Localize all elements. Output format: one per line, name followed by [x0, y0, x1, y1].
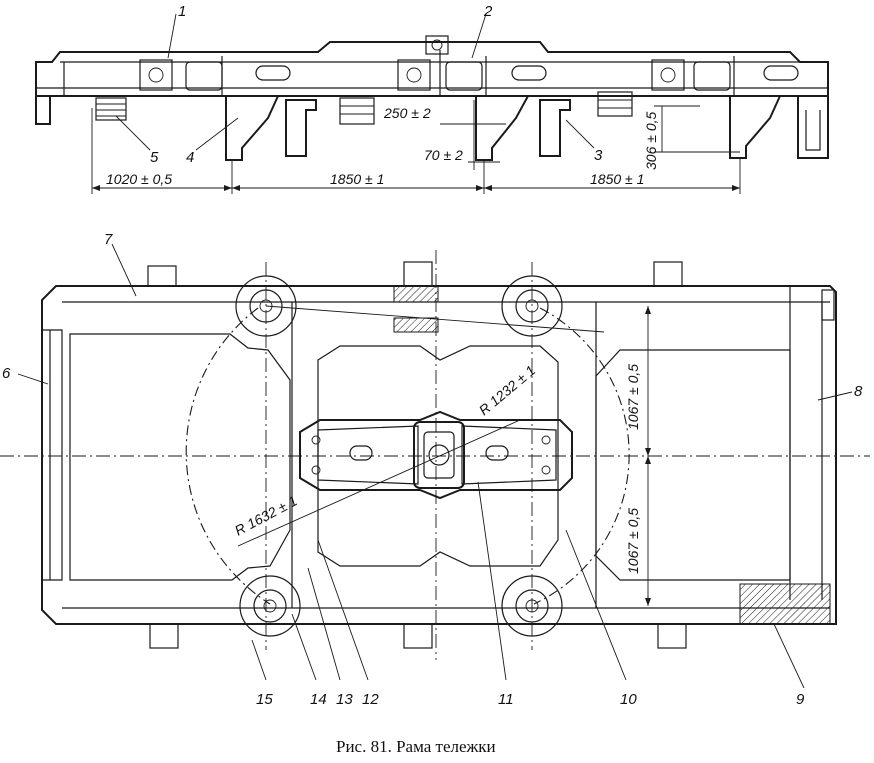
callout-2: 2	[483, 3, 493, 20]
springs	[95, 91, 633, 125]
callout-9: 9	[796, 691, 805, 708]
callout-14: 14	[310, 691, 327, 708]
callout-4: 4	[186, 149, 194, 166]
callout-10: 10	[620, 691, 637, 708]
dim-1067-bottom: 1067 ± 0,5	[625, 508, 641, 574]
frame-lugs	[147, 261, 835, 649]
radius-1232: R 1232 ± 1	[476, 362, 539, 418]
side-dimension-lines	[91, 100, 741, 194]
side-callout-leaders	[115, 13, 595, 151]
dim-70: 70 ± 2	[424, 147, 463, 163]
callout-labels: 1 2 3 4 5 6 7 8 9 10 11 12 13 14 15	[2, 3, 863, 708]
side-pads	[139, 35, 685, 91]
dim-306: 306 ± 0,5	[643, 112, 659, 170]
dim-1850-right: 1850 ± 1	[590, 171, 644, 187]
brake-brackets	[225, 95, 781, 161]
suspension-hangers	[285, 99, 571, 157]
callout-1: 1	[178, 3, 186, 20]
figure-caption: Рис. 81. Рама тележки	[336, 737, 496, 756]
dim-1850-left: 1850 ± 1	[330, 171, 384, 187]
callout-8: 8	[854, 383, 863, 400]
side-oval-holes	[185, 61, 799, 91]
callout-6: 6	[2, 365, 11, 382]
plan-callout-leaders	[17, 243, 853, 689]
callout-11: 11	[498, 691, 514, 708]
callout-12: 12	[362, 691, 379, 708]
callout-5: 5	[150, 149, 159, 166]
callout-15: 15	[256, 691, 273, 708]
bolster	[299, 410, 573, 500]
callout-13: 13	[336, 691, 353, 708]
dim-1020: 1020 ± 0,5	[106, 171, 172, 187]
callout-7: 7	[104, 231, 113, 248]
dimension-labels: 1020 ± 0,5 1850 ± 1 1850 ± 1 250 ± 2 70 …	[106, 105, 659, 574]
side-view	[35, 35, 829, 194]
plan-view	[0, 250, 870, 660]
callout-3: 3	[594, 147, 603, 164]
dim-250: 250 ± 2	[383, 105, 431, 121]
dim-1067-top: 1067 ± 0,5	[625, 364, 641, 430]
